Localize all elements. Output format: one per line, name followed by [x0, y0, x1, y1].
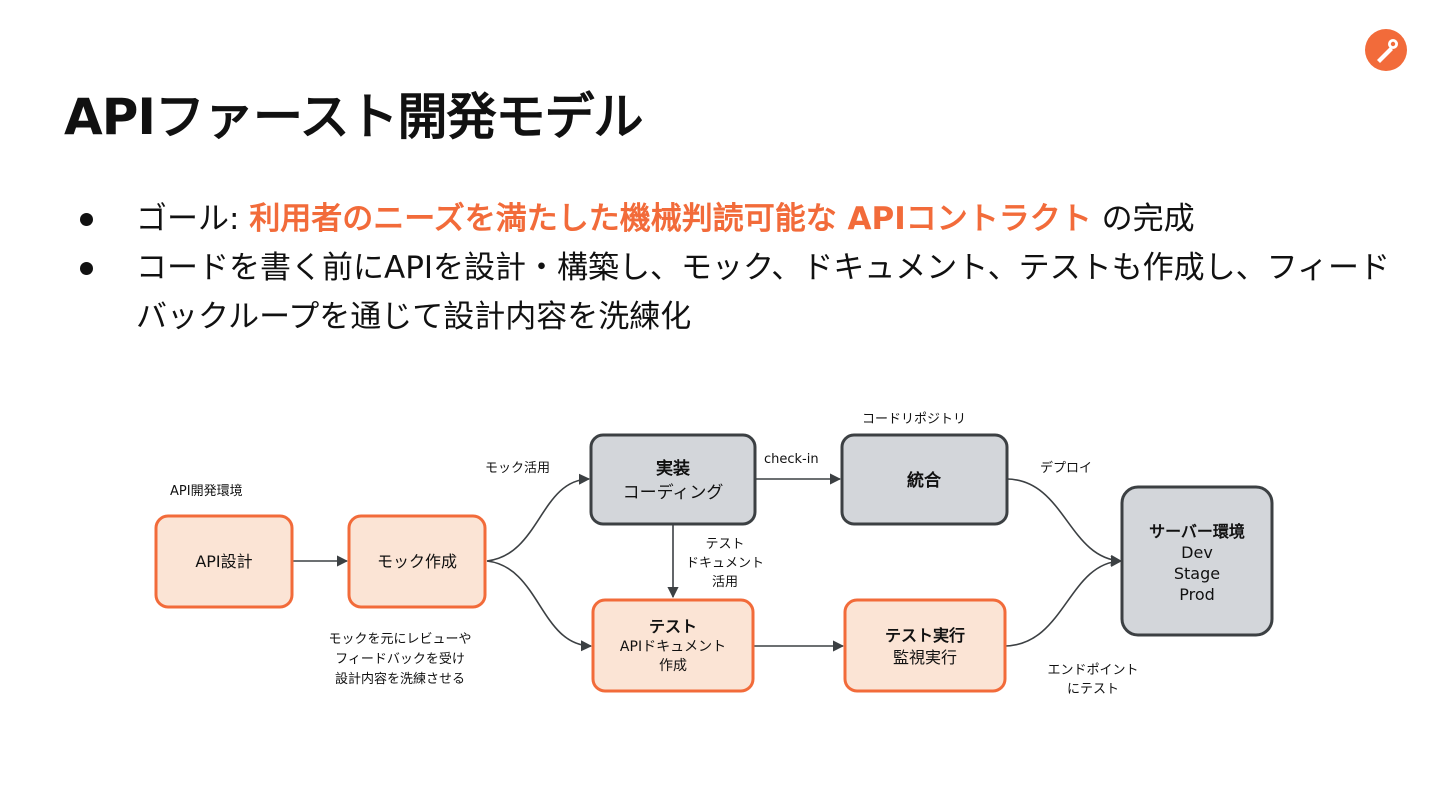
bullet-goal-highlight: 利用者のニーズを満たした機械判読可能な APIコントラクト	[249, 201, 1092, 237]
edge-integrate-to-server	[1006, 478, 1123, 567]
postman-logo-icon	[1365, 29, 1407, 71]
page-title: APIファースト開発モデル	[64, 88, 643, 146]
bullet-dot	[80, 262, 93, 275]
node-api-design: API設計	[154, 514, 294, 609]
node-test-run: テスト実行 監視実行	[843, 598, 1007, 693]
node-implementation-label-2: コーディング	[623, 482, 724, 503]
bullet-process: コードを書く前にAPIを設計・構築し、モック、ドキュメント、テストも作成し、フィ…	[80, 244, 1400, 342]
node-mock-label: モック作成	[377, 552, 457, 571]
node-test-run-label-2: 監視実行	[893, 648, 957, 667]
node-server-env: サーバー環境 Dev Stage Prod	[1120, 485, 1274, 637]
edge-run-to-server	[1004, 555, 1123, 647]
bullet-goal-suffix: の完成	[1091, 201, 1195, 237]
node-mock: モック作成	[347, 514, 487, 609]
bullet-process-line2: バックループを通じて設計内容を洗練化	[136, 299, 692, 335]
node-implementation: 実装 コーディング	[589, 433, 757, 526]
label-feedback-3: 設計内容を洗練させる	[335, 671, 465, 687]
node-test-doc-label-3: 作成	[659, 658, 687, 674]
bullet-dot	[80, 213, 93, 226]
node-integration-label: 統合	[907, 470, 942, 491]
node-test-doc-label-2: APIドキュメント	[620, 639, 726, 655]
label-doc-use-1: テスト	[705, 537, 744, 552]
label-deploy: デプロイ	[1040, 460, 1092, 476]
bullet-goal-prefix: ゴール:	[136, 201, 250, 237]
node-test-doc: テスト APIドキュメント 作成	[591, 598, 755, 693]
node-server-env-label-3: Stage	[1174, 564, 1220, 583]
bullet-goal: ゴール: 利用者のニーズを満たした機械判読可能な APIコントラクト の完成	[80, 195, 1400, 244]
label-repo: コードリポジトリ	[862, 412, 966, 427]
edge-mock-to-impl	[486, 473, 591, 562]
label-feedback-1: モックを元にレビューや	[328, 632, 471, 647]
node-api-design-label: API設計	[195, 552, 252, 571]
node-test-doc-label-1: テスト	[649, 617, 697, 636]
bullet-list: ゴール: 利用者のニーズを満たした機械判読可能な APIコントラクト の完成 コ…	[80, 195, 1400, 342]
node-server-env-label-4: Prod	[1179, 585, 1215, 604]
label-feedback-2: フィードバックを受け	[335, 652, 465, 667]
label-checkin: check-in	[764, 452, 819, 467]
label-doc-use-3: 活用	[712, 575, 738, 590]
bullet-process-line1: コードを書く前にAPIを設計・構築し、モック、ドキュメント、テストも作成し、フィ…	[136, 250, 1391, 286]
label-endpoint-2: にテスト	[1067, 682, 1119, 697]
node-server-env-label-2: Dev	[1181, 543, 1213, 562]
label-api-env: API開発環境	[170, 484, 243, 499]
label-endpoint-1: エンドポイント	[1047, 663, 1138, 678]
node-server-env-label-1: サーバー環境	[1149, 522, 1245, 541]
node-integration: 統合	[840, 433, 1009, 526]
node-implementation-label-1: 実装	[656, 458, 690, 479]
node-test-run-label-1: テスト実行	[885, 626, 965, 645]
label-mock-use: モック活用	[485, 461, 550, 476]
edge-mock-to-test	[486, 560, 593, 652]
label-doc-use-2: ドキュメント	[686, 556, 764, 571]
